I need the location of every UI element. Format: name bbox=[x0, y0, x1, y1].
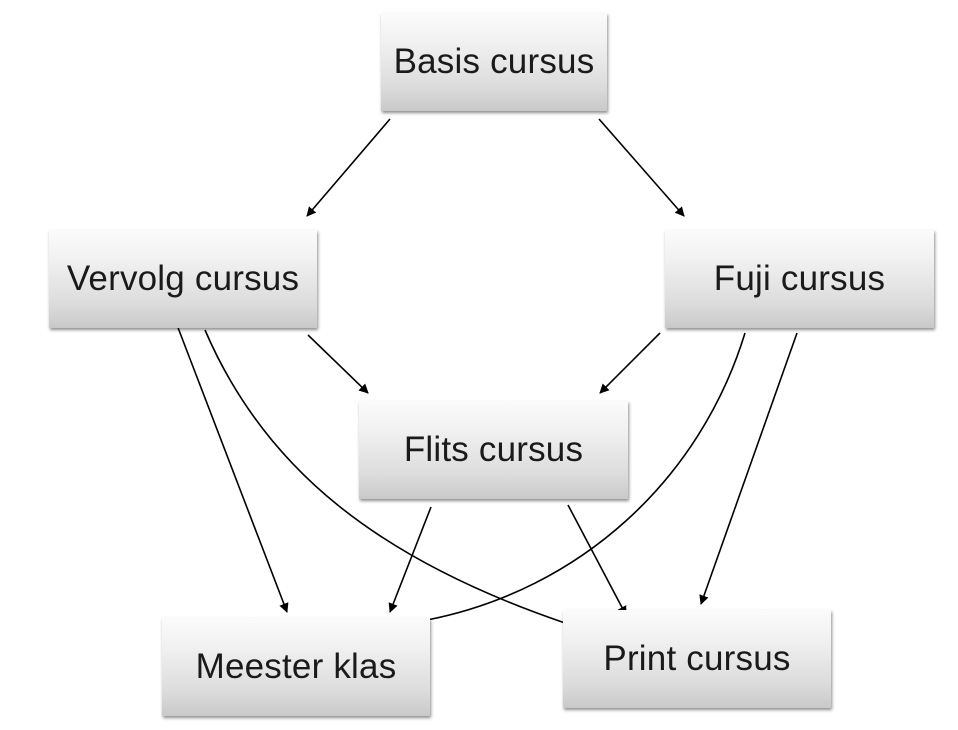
node-flits-cursus: Flits cursus bbox=[359, 401, 628, 499]
edge-flits-meester bbox=[388, 506, 432, 613]
node-label: Meester klas bbox=[195, 647, 397, 686]
edge-fuji-meester bbox=[426, 332, 746, 621]
edge-basis-vervolg bbox=[306, 118, 391, 217]
node-label: Fuji cursus bbox=[713, 259, 886, 298]
node-label: Basis cursus bbox=[393, 42, 595, 81]
node-label: Flits cursus bbox=[403, 430, 584, 469]
node-basis-cursus: Basis cursus bbox=[381, 13, 607, 111]
edge-flits-print bbox=[567, 504, 627, 616]
node-meester-klas: Meester klas bbox=[162, 618, 430, 716]
node-vervolg-cursus: Vervolg cursus bbox=[49, 230, 317, 328]
edge-basis-fuji bbox=[598, 118, 685, 217]
node-fuji-cursus: Fuji cursus bbox=[665, 230, 934, 328]
edge-vervolg-print bbox=[204, 329, 566, 624]
node-label: Vervolg cursus bbox=[66, 259, 300, 298]
edge-vervolg-meester bbox=[176, 324, 289, 613]
edge-vervolg-flits bbox=[307, 334, 369, 394]
node-print-cursus: Print cursus bbox=[563, 610, 831, 708]
node-label: Print cursus bbox=[603, 639, 791, 678]
edge-fuji-print bbox=[699, 332, 798, 605]
edge-fuji-flits bbox=[599, 332, 661, 394]
